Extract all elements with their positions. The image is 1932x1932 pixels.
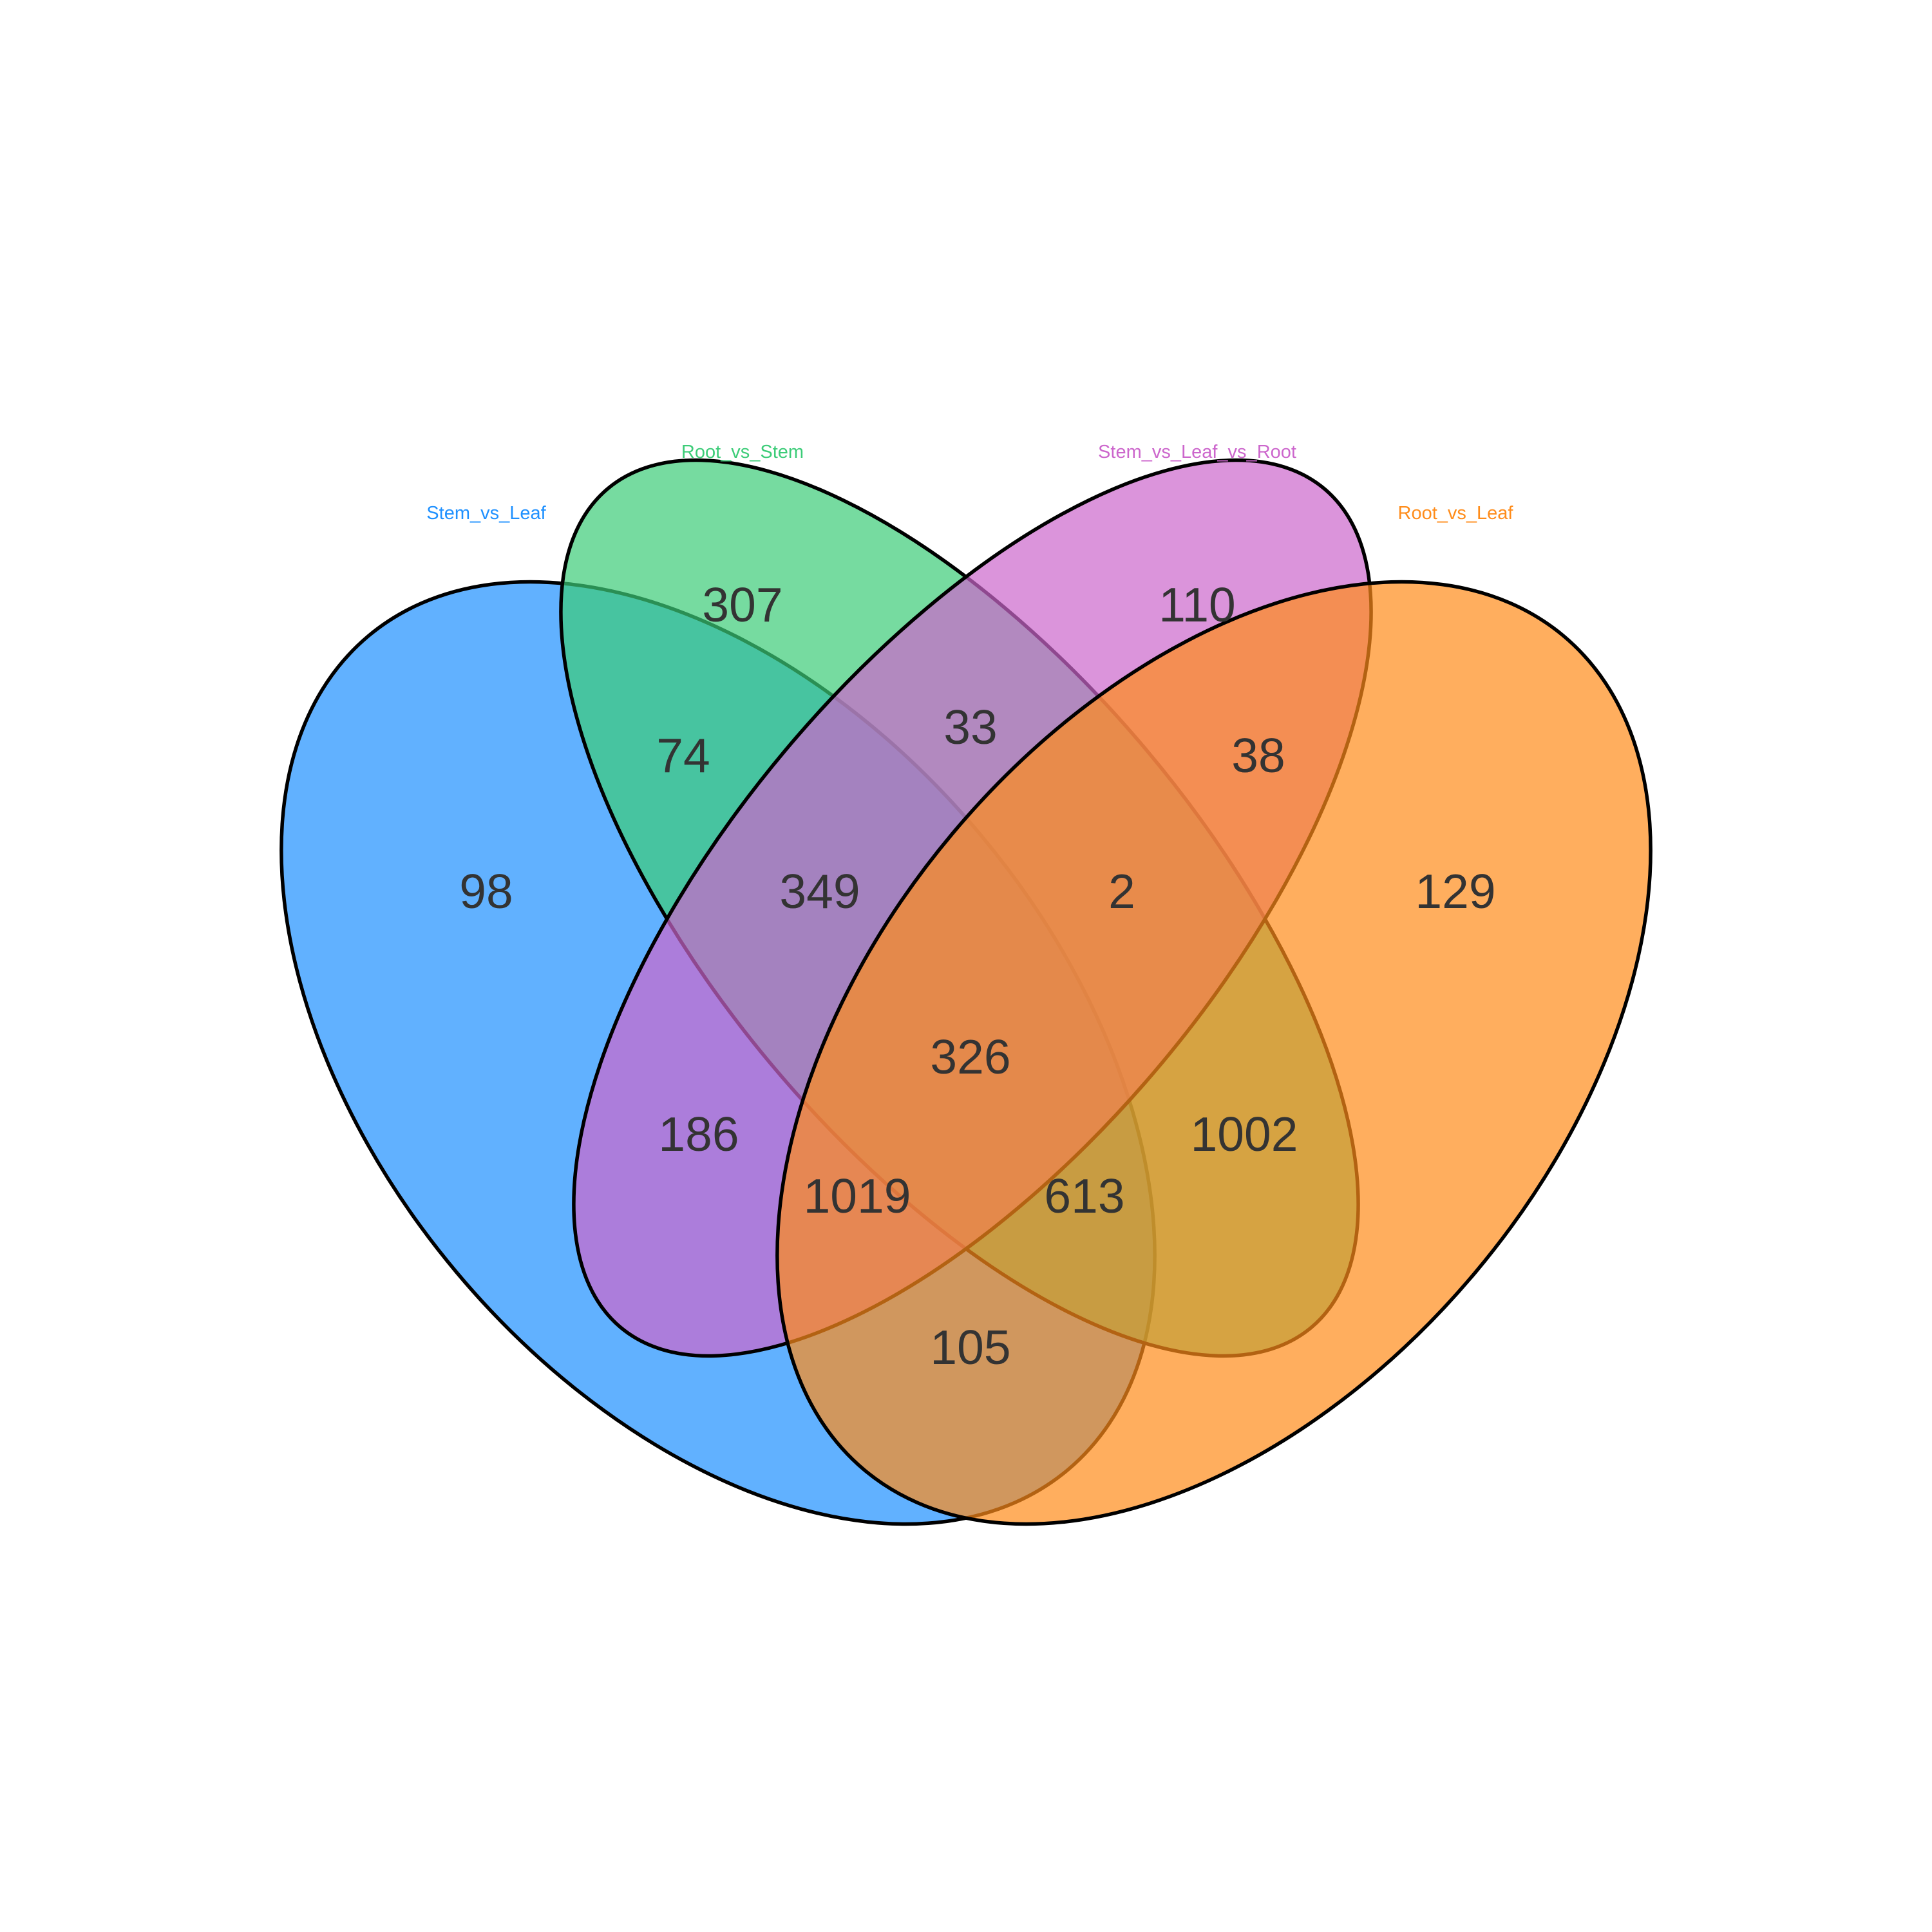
region-count-ab: 74 bbox=[656, 728, 710, 782]
region-count-b: 307 bbox=[702, 578, 782, 632]
set-label-root-vs-leaf: Root_vs_Leaf bbox=[1398, 503, 1514, 524]
region-count-bc: 33 bbox=[943, 700, 997, 754]
set-ellipse-root-vs-leaf bbox=[775, 580, 1653, 1526]
region-count-cd: 38 bbox=[1231, 728, 1285, 782]
region-count-abc: 349 bbox=[779, 864, 860, 918]
set-label-root-vs-stem: Root_vs_Stem bbox=[681, 442, 804, 462]
set-label-stem-vs-leaf-vs-root: Stem_vs_Leaf_vs_Root bbox=[1098, 442, 1296, 462]
set-label-stem-vs-leaf: Stem_vs_Leaf bbox=[426, 503, 546, 524]
region-count-c: 110 bbox=[1159, 578, 1236, 632]
region-count-a: 98 bbox=[459, 864, 513, 918]
region-count-ad: 105 bbox=[930, 1320, 1010, 1374]
region-count-bcd: 2 bbox=[1108, 864, 1135, 918]
region-count-abcd: 326 bbox=[930, 1030, 1010, 1084]
region-count-ac: 186 bbox=[658, 1107, 739, 1161]
region-count-abd: 613 bbox=[1044, 1169, 1124, 1223]
region-count-bd: 1002 bbox=[1191, 1107, 1298, 1161]
region-count-acd: 1019 bbox=[804, 1169, 911, 1223]
region-count-d: 129 bbox=[1415, 864, 1495, 918]
